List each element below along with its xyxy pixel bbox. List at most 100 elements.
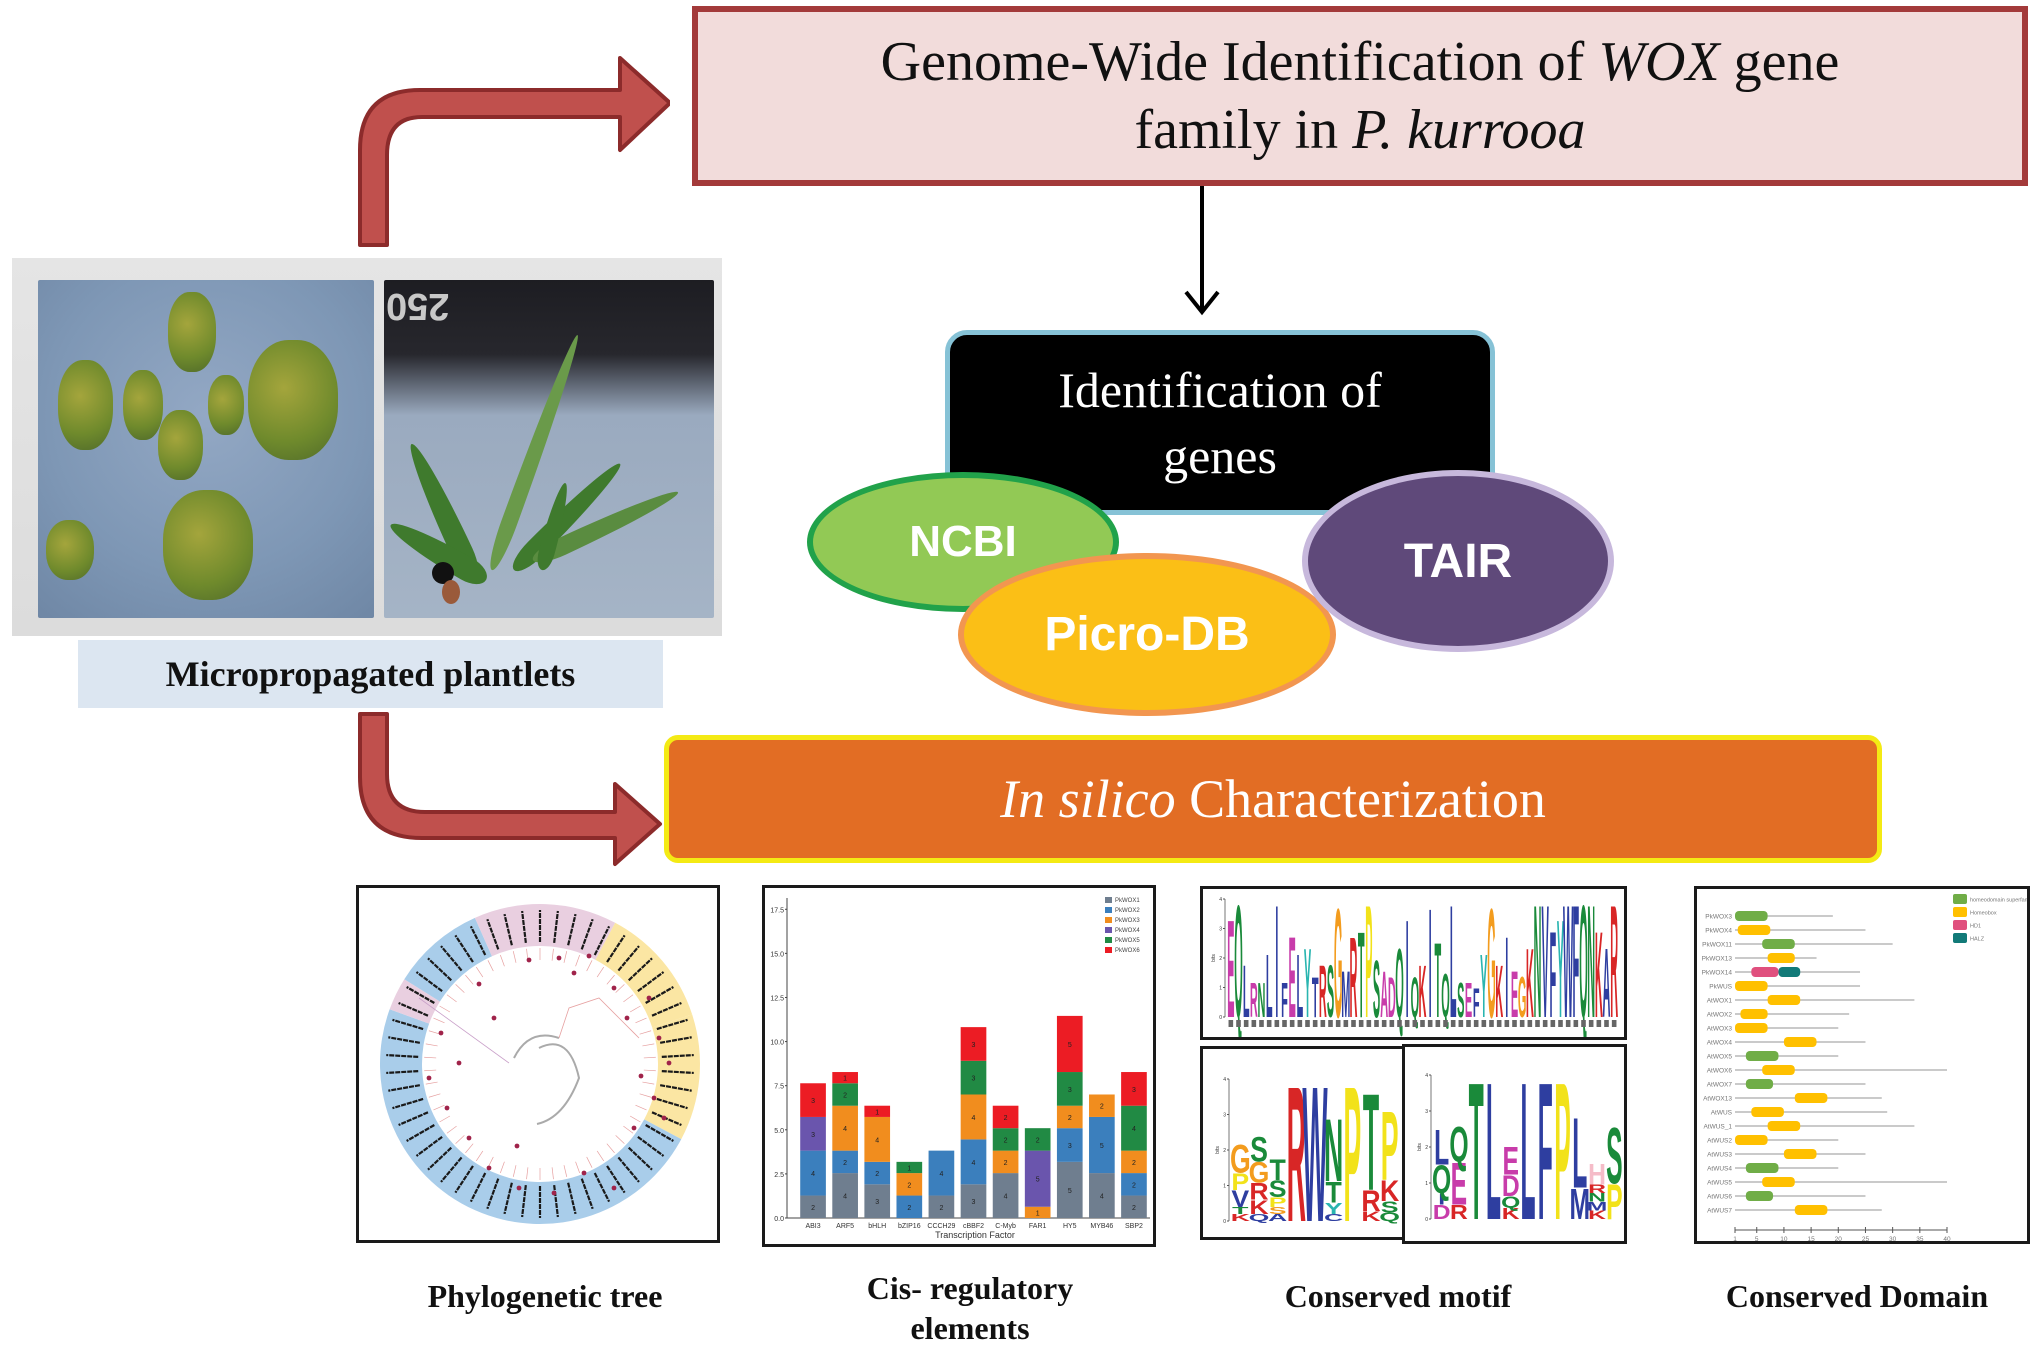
- logo-letter: S: [1327, 951, 1334, 1034]
- logo-letter: E: [1465, 973, 1472, 1028]
- bootstrap-node: [646, 995, 652, 1001]
- leaf-label: [645, 986, 674, 1004]
- gene-label: AtWOX3: [1707, 1026, 1733, 1033]
- logo-position-tick: [1473, 1020, 1479, 1027]
- logo-letter: I: [1275, 889, 1278, 1037]
- tree-branch: [642, 1081, 655, 1085]
- leaf-label: [469, 925, 487, 956]
- logo-position-tick: [1335, 1020, 1341, 1027]
- bootstrap-node: [586, 953, 592, 959]
- tree-branch: [446, 994, 457, 1003]
- logo-position-tick: [1481, 1020, 1487, 1027]
- tree-branch: [551, 1167, 554, 1180]
- bar-segment: [864, 1161, 891, 1185]
- legend-label: PkWOX3: [1115, 918, 1140, 924]
- plantlets-caption: Micropropagated plantlets: [78, 640, 663, 708]
- gene-name-italic: WOX: [1598, 31, 1720, 93]
- caption-conserved-domain: Conserved Domain: [1725, 1278, 1989, 1314]
- tree-branch: [418, 997, 510, 1064]
- bar-segment: [992, 1128, 1019, 1151]
- logo-position-tick: [1504, 1020, 1510, 1027]
- legend-swatch: [1105, 937, 1112, 943]
- logo-y-tick-label: 2: [1425, 1145, 1428, 1151]
- leaf-label: [567, 913, 577, 946]
- logo-letter: E: [1451, 1150, 1467, 1218]
- domain-box: [1794, 1205, 1828, 1215]
- logo-letter: L: [1450, 889, 1457, 1037]
- bar-segment: [1121, 1173, 1147, 1196]
- logo-y-tick-label: 4: [1223, 1077, 1226, 1083]
- leaf-label: [656, 1018, 688, 1031]
- bar-segment: [992, 1173, 1019, 1218]
- logo-y-tick-label: 0: [1425, 1217, 1428, 1223]
- logo-position-tick: [1381, 1020, 1387, 1027]
- gene-label: AtWOX5: [1707, 1054, 1733, 1061]
- logo-letter: D: [1502, 1169, 1520, 1203]
- gene-label: AtWOX4: [1707, 1040, 1733, 1047]
- logo-letter: M: [1587, 1200, 1608, 1214]
- bar-segment-label: 2: [907, 1205, 911, 1212]
- tree-branch: [623, 994, 634, 1003]
- logo-y-tick-label: 3: [1425, 1109, 1428, 1115]
- bar-segment-label: 2: [907, 1182, 911, 1189]
- bootstrap-node: [651, 1095, 657, 1101]
- x-tick-label: MYB46: [1090, 1223, 1113, 1230]
- tree-branch: [639, 1093, 652, 1098]
- logo-letter: D: [1388, 966, 1396, 1030]
- logo-letter: T: [1363, 1066, 1379, 1220]
- logo-position-tick: [1266, 1020, 1272, 1027]
- leaf-label: [645, 1124, 674, 1142]
- logo-position-tick: [1366, 1020, 1372, 1027]
- bar-segment: [960, 1094, 987, 1140]
- y-tick-label: 0.0: [774, 1216, 784, 1223]
- logo-letter: G: [1230, 1139, 1251, 1182]
- logo-y-tick-label: 3: [1219, 927, 1222, 933]
- leaf-label: [388, 1084, 421, 1092]
- logo-position-tick: [1588, 1020, 1594, 1027]
- legend-swatch: [1105, 907, 1112, 913]
- logo-letter: I: [1505, 914, 1508, 1037]
- logo-letter: K: [1502, 1205, 1520, 1223]
- bar-segment: [832, 1173, 858, 1218]
- tree-root-branch: [536, 1043, 581, 1125]
- domain-box: [1745, 1163, 1779, 1173]
- tree-branch: [642, 1043, 655, 1047]
- down-arrow: [1184, 186, 1220, 316]
- logo-letter: R: [1250, 973, 1258, 1028]
- leaf-label: [606, 934, 626, 963]
- tree-branch: [623, 1125, 634, 1134]
- y-tick-label: 12.5: [770, 995, 784, 1002]
- legend-label: PkWOX5: [1115, 938, 1140, 944]
- bar-segment: [1056, 1105, 1083, 1129]
- leaf-label: [606, 1165, 626, 1194]
- logo-letter: S: [1250, 1130, 1268, 1170]
- legend-label: HALZ: [1970, 937, 1985, 943]
- curved-arrow-down-right: [358, 712, 662, 866]
- leaf-label: [454, 934, 474, 963]
- logo-letter: T: [1358, 907, 1365, 1037]
- bootstrap-node: [514, 1143, 520, 1149]
- bar-segment-label: 2: [939, 1205, 943, 1212]
- logo-letter: C: [1324, 1213, 1343, 1224]
- bar-segment-label: 2: [1068, 1115, 1072, 1122]
- logo-position-tick: [1427, 1020, 1433, 1027]
- leaf-label: [593, 925, 611, 956]
- leaf-label: [617, 1156, 640, 1183]
- tree-branch: [558, 997, 640, 1039]
- bootstrap-node: [491, 1015, 497, 1021]
- bar-segment: [800, 1083, 826, 1117]
- leaf-label: [386, 1053, 419, 1059]
- bar-segment: [896, 1195, 923, 1218]
- bar-segment-label: 1: [843, 1076, 847, 1083]
- logo-position-tick: [1312, 1020, 1318, 1027]
- logo-letter: E: [1227, 892, 1234, 1037]
- bar-segment: [1121, 1150, 1147, 1174]
- logo-letter: K: [1380, 1175, 1400, 1208]
- logo-letter: G: [1334, 889, 1343, 1037]
- logo-position-tick: [1274, 1020, 1280, 1027]
- callus-photo: [38, 280, 374, 618]
- bootstrap-node: [611, 985, 617, 991]
